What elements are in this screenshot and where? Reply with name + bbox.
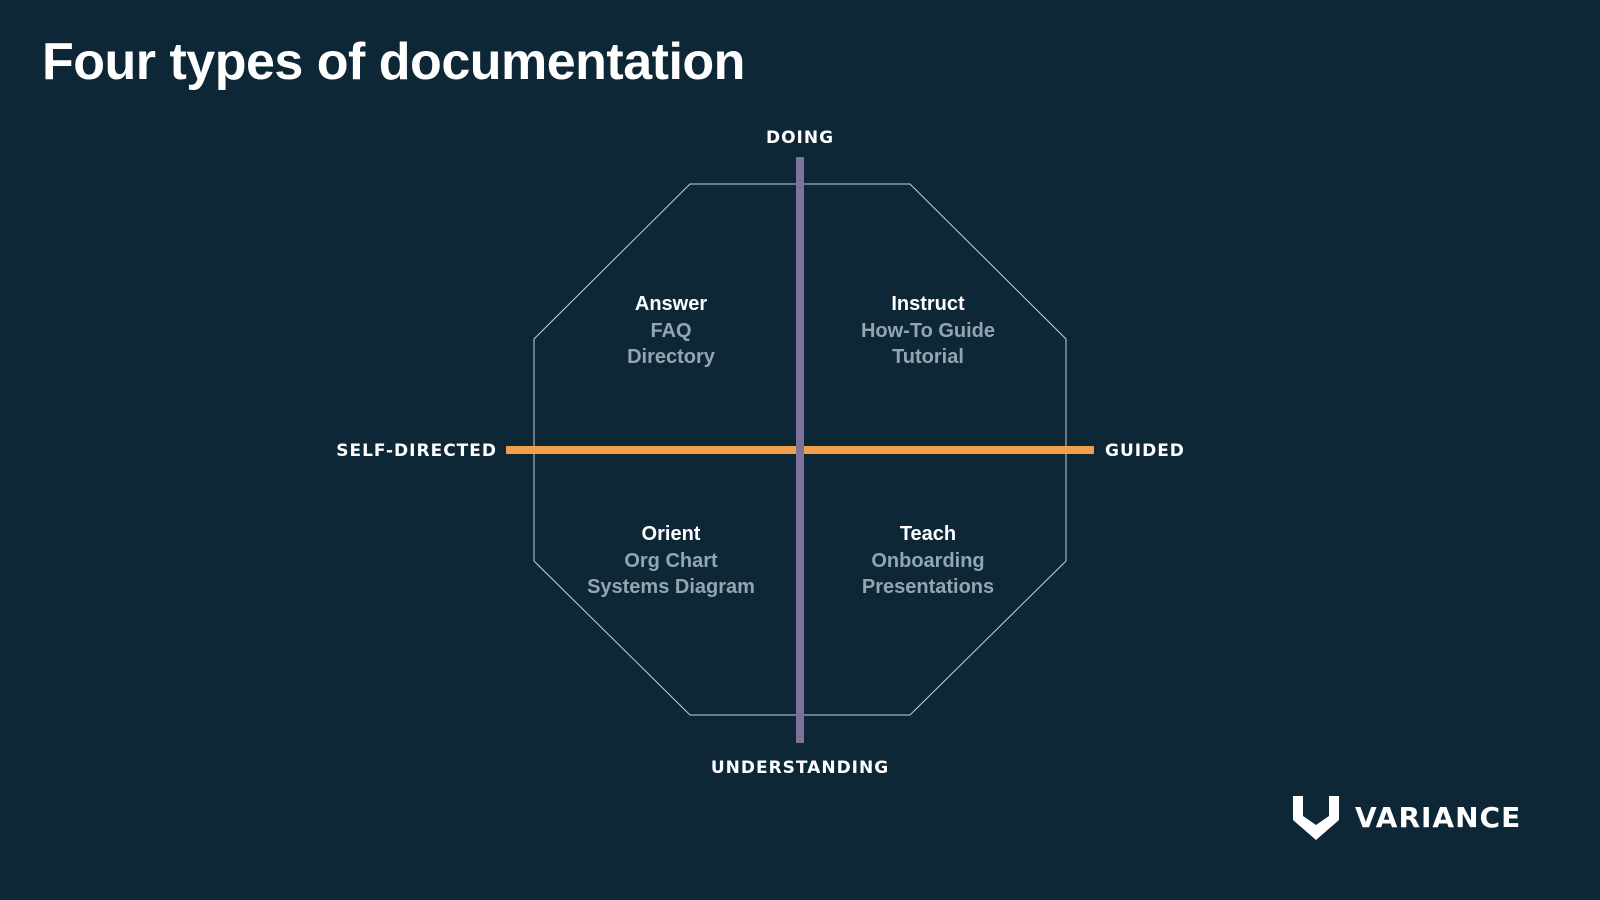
quadrant-title: Teach bbox=[899, 523, 957, 545]
quadrant-item: Systems Diagram bbox=[587, 576, 755, 598]
axis-label-self-directed: SELF-DIRECTED bbox=[336, 441, 497, 461]
axis-label-understanding: UNDERSTANDING bbox=[710, 758, 890, 778]
octagon-outline bbox=[533, 183, 1067, 716]
quadrant-answer: Answer FAQ Directory bbox=[541, 291, 801, 371]
variance-v-logo-icon bbox=[1293, 796, 1339, 840]
brand-name: VARIANCE bbox=[1355, 800, 1522, 834]
axis-label-doing: DOING bbox=[765, 128, 835, 148]
vertical-axis-line bbox=[796, 157, 804, 743]
quadrant-item: How-To Guide bbox=[860, 319, 996, 342]
quadrant-teach: Teach Onboarding Presentations bbox=[798, 521, 1058, 601]
quadrant-title: Orient bbox=[641, 523, 701, 545]
brand-logo: VARIANCE bbox=[1293, 793, 1521, 841]
axis-label-guided: GUIDED bbox=[1105, 441, 1185, 461]
quadrant-item: Directory bbox=[627, 346, 715, 368]
quadrant-orient: Orient Org Chart Systems Diagram bbox=[541, 521, 801, 601]
page-title: Four types of documentation bbox=[42, 33, 745, 91]
quadrant-title: Answer bbox=[634, 293, 708, 315]
quadrant-item: Org Chart bbox=[624, 549, 718, 572]
quadrant-item: Tutorial bbox=[892, 346, 964, 368]
quadrant-item: FAQ bbox=[650, 319, 692, 342]
quadrant-title: Instruct bbox=[891, 293, 965, 315]
quadrant-item: Onboarding bbox=[871, 549, 985, 572]
quadrant-instruct: Instruct How-To Guide Tutorial bbox=[798, 291, 1058, 371]
quadrant-item: Presentations bbox=[861, 576, 995, 598]
